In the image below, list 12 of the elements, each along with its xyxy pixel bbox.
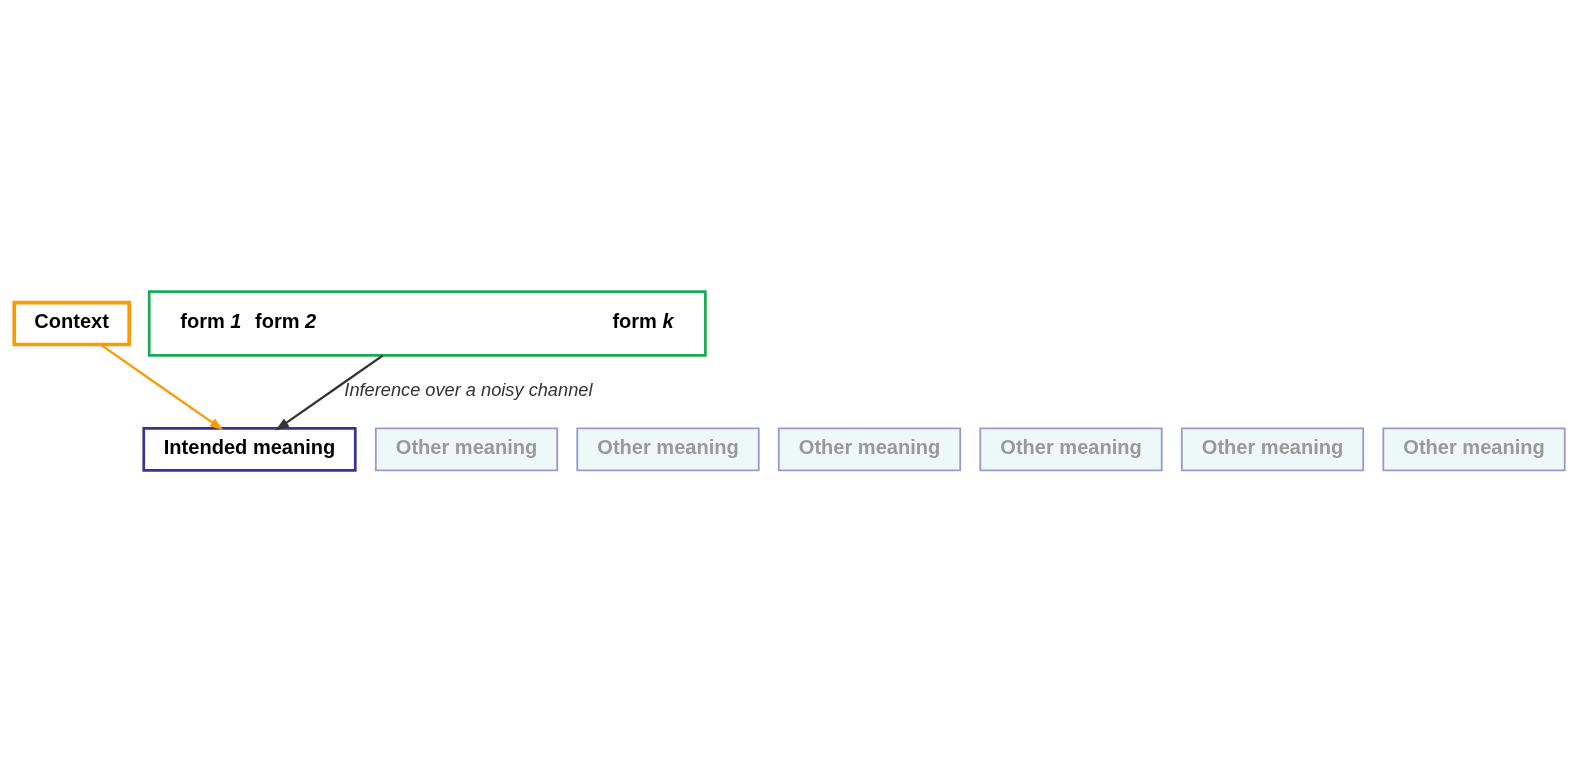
node-box: Other meaning xyxy=(374,427,559,471)
node-box: form 1 form 2 form k xyxy=(147,289,707,357)
node-box: Other meaning xyxy=(979,427,1163,471)
node-box: Context xyxy=(12,300,131,346)
arrow xyxy=(275,354,384,430)
node-box: Other meaning xyxy=(777,427,962,471)
node-box: Intended meaning xyxy=(142,426,357,472)
node-box: Other meaning xyxy=(576,427,760,471)
node-box: Other meaning xyxy=(1382,427,1566,471)
node-box: Other meaning xyxy=(1180,427,1365,471)
edge-label: Inference over a noisy channel xyxy=(344,378,593,400)
arrow xyxy=(100,343,224,430)
